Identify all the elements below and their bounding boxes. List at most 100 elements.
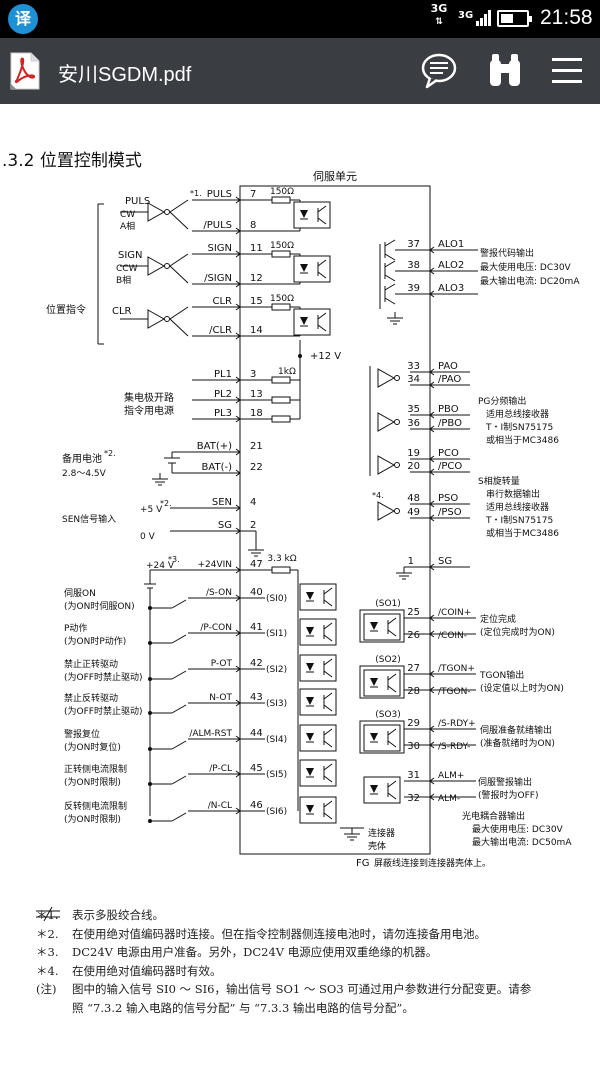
pg-signal-name: PBO	[438, 404, 459, 415]
servo-unit-title: 伺服单元	[313, 170, 357, 183]
servo-unit-box	[239, 185, 431, 855]
pg-spec: 适用总线接收器	[486, 408, 549, 420]
star-note: *3.	[168, 555, 180, 564]
so-tag: (SO2)	[375, 655, 401, 665]
star-note: *2.	[160, 499, 172, 508]
pin-number: 45	[250, 763, 263, 774]
pin-number: 37	[407, 239, 420, 250]
alarm-code-name: ALO3	[438, 283, 464, 294]
shell-label: 连接器	[368, 827, 395, 839]
pl-signal-name: PL2	[214, 389, 232, 400]
digital-input-desc: 禁止正转驱动	[64, 658, 118, 670]
sign-sub-ccw: CCW	[116, 264, 138, 274]
optocoupler-symbol	[293, 255, 331, 283]
alarm-spec: 最大输出电流: DC20mA	[480, 275, 580, 287]
alarm-code-name: ALO2	[438, 260, 464, 271]
alm-desc: (警报时为OFF)	[478, 789, 538, 801]
pin-arrow	[429, 514, 435, 522]
binoculars-icon[interactable]	[484, 50, 526, 92]
resistor-value: 1kΩ	[278, 367, 296, 377]
junction-dot	[148, 677, 152, 681]
digital-input-desc: P动作	[64, 622, 87, 634]
line-driver-symbol	[147, 202, 166, 222]
pin-number: 41	[250, 622, 263, 633]
puls-group-title: PULS	[125, 196, 150, 207]
digital-input-desc: 警报复位	[64, 728, 100, 740]
ps-spec: 串行数据输出	[486, 488, 540, 500]
pg-spec: 或相当于MC3486	[486, 434, 559, 446]
pin-number: 33	[407, 361, 420, 372]
digital-input-name: P-OT	[211, 659, 233, 669]
status-time: 21:58	[540, 6, 593, 29]
pg-signal-name: /PBO	[438, 418, 462, 429]
ps-spec: 适用总线接收器	[486, 501, 549, 513]
star-note: *1.	[190, 189, 202, 198]
pdf-file-icon	[10, 52, 40, 90]
pin-number: 43	[250, 692, 263, 703]
note-row: (注)图中的输入信号 SI0 ～ SI6，输出信号 SO1 ～ SO3 可通过用…	[36, 982, 532, 996]
pin-number: 27	[407, 663, 420, 674]
battery-label: 备用电池	[62, 452, 102, 465]
pin-arrow	[235, 469, 241, 477]
photo-spec: 最大输出电流: DC50mA	[472, 836, 572, 848]
pin-arrow	[429, 741, 435, 749]
optocoupler-symbol	[293, 308, 331, 336]
optocoupler-symbol	[299, 688, 337, 716]
network-type-indicator: 3G⇅	[430, 2, 448, 28]
digital-input-name: /P-CON	[200, 623, 232, 633]
digital-input-name: N-OT	[209, 693, 232, 703]
digital-input-name: /P-CL	[209, 764, 232, 774]
pin-number: 36	[407, 418, 420, 429]
digital-input-name: /ALM-RST	[189, 729, 232, 739]
pin-number: 38	[407, 260, 420, 271]
pin-number: 14	[250, 325, 263, 336]
digital-input-name: /N-CL	[208, 801, 232, 811]
pin-arrow	[429, 614, 435, 622]
pin-number: 20	[407, 461, 420, 472]
pin-number: 42	[250, 658, 263, 669]
resistor-symbol	[271, 196, 291, 204]
optocoupler-symbol	[299, 654, 337, 682]
pin-number: 44	[250, 728, 263, 739]
note-row: ＊3.DC24V 电源由用户准备。另外，DC24V 电源应使用双重绝缘的机器。	[36, 945, 438, 959]
puls-sub-a: A相	[120, 220, 135, 232]
input-signal-name: SIGN	[207, 243, 232, 254]
line-driver-symbol	[377, 501, 396, 521]
si-tag: (SI2)	[266, 665, 287, 675]
pin-arrow	[235, 448, 241, 456]
fg-label: FG	[356, 858, 370, 869]
pin-arrow	[235, 504, 241, 512]
plus-12v-label: +12 V	[310, 351, 341, 362]
line-driver-symbol	[147, 256, 166, 276]
so-tag: (SO1)	[375, 599, 401, 609]
pin-number: 30	[407, 741, 420, 752]
alarm-code-name: ALO1	[438, 239, 464, 250]
resistor-symbol	[271, 415, 291, 423]
hamburger-menu-icon[interactable]	[546, 50, 588, 92]
pin-number: 2	[250, 520, 256, 531]
digital-input-desc: (为ON时限制)	[64, 776, 121, 788]
pin-arrow	[429, 500, 435, 508]
sign-sub-b: B相	[116, 274, 131, 286]
chat-bubble-icon[interactable]	[418, 50, 460, 92]
resistor-symbol	[271, 376, 291, 384]
pin-number: 18	[250, 408, 263, 419]
resistor-symbol	[271, 566, 291, 574]
ps-spec: 或相当于MC3486	[486, 527, 559, 539]
pin-arrow	[429, 725, 435, 733]
battery-icon	[497, 10, 532, 27]
pin-number: 12	[250, 273, 263, 284]
digital-input-desc: 伺服ON	[64, 587, 96, 599]
pin-number: 35	[407, 404, 420, 415]
pin-number: 19	[407, 448, 420, 459]
so-signal-name: /COIN+	[438, 608, 471, 618]
translate-app-icon: 译	[8, 4, 38, 34]
pin-number: 28	[407, 686, 420, 697]
photo-out-title: 光电耦合器输出	[462, 810, 525, 822]
pin-arrow	[429, 468, 435, 476]
transistor-symbol	[384, 239, 396, 261]
footnotes: ＊1. 表示多股绞合线。 ＊2.在使用绝对值编码器时连接。但在指令控制器侧连接电…	[36, 906, 531, 1017]
bat-pos-label: BAT(+)	[197, 441, 232, 452]
